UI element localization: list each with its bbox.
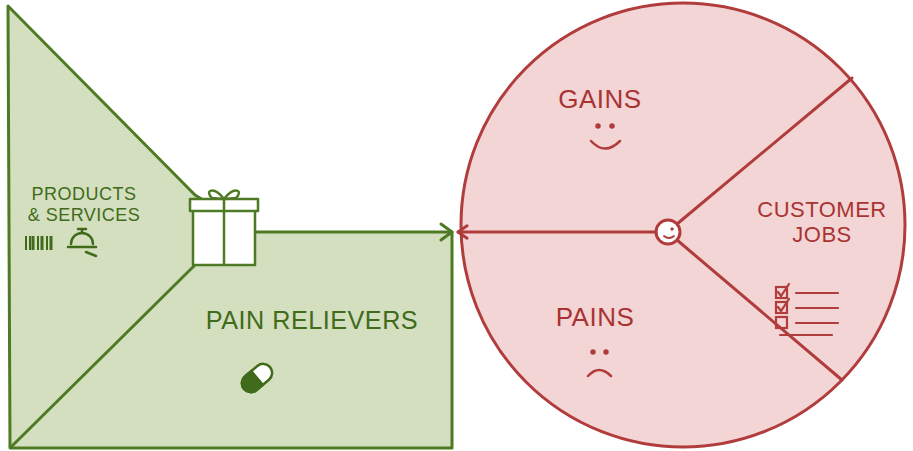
connector-line	[458, 231, 656, 234]
gift-bow	[209, 191, 239, 199]
section-label: PAINS	[556, 303, 635, 333]
value-map-shape	[8, 6, 452, 448]
section-label: PAIN RELIEVERS	[206, 306, 418, 335]
pains-sector: PAINS	[461, 232, 656, 447]
divider-line	[12, 265, 195, 446]
pain-relievers-region: PAIN RELIEVERS	[195, 232, 452, 448]
section-label: CUSTOMER JOBS	[756, 197, 888, 248]
section-label: PRODUCTS & SERVICES	[27, 184, 140, 225]
fit-chevron	[441, 224, 452, 240]
customer-profile-shape	[461, 3, 905, 447]
value-map-outline	[8, 6, 452, 448]
section-label: GAINS	[558, 85, 641, 115]
pill-icon	[238, 360, 276, 396]
arrow-head	[458, 226, 467, 238]
barcode-icon	[26, 236, 51, 250]
customer-jobs-sector: CUSTOMER JOBS	[700, 80, 905, 380]
gains-sector: GAINS	[461, 3, 661, 230]
frown-icon	[588, 351, 611, 377]
smiley-icon	[591, 125, 620, 149]
customer-face	[656, 220, 680, 244]
gift-ribbon	[223, 199, 226, 265]
service-bell-icon	[68, 229, 96, 256]
products-services-region: PRODUCTS & SERVICES	[8, 8, 195, 448]
gift-icon	[190, 191, 258, 265]
customer-profile-circle	[461, 3, 905, 447]
sector-line	[677, 240, 842, 380]
checklist-icon	[776, 284, 838, 335]
fit-arrow	[458, 226, 656, 238]
